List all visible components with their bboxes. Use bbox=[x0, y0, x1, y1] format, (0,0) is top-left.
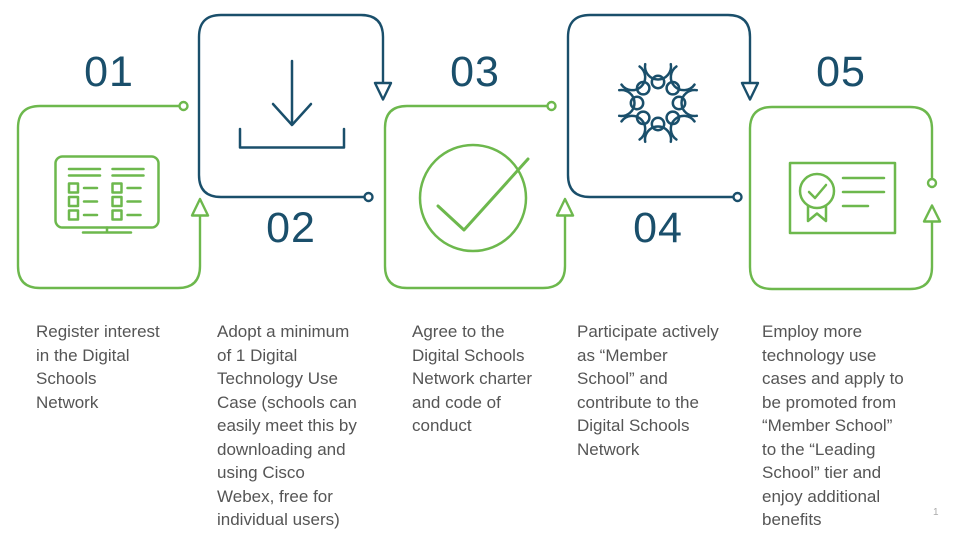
step-02-number: 02 bbox=[266, 204, 316, 252]
step-02-description: Adopt a minimum of 1 Digital Technology … bbox=[217, 322, 357, 529]
step-02-box bbox=[197, 13, 393, 203]
connector-dot-icon bbox=[178, 100, 189, 112]
download-icon bbox=[238, 59, 346, 149]
check-circle-icon bbox=[418, 143, 530, 253]
step-05-number: 05 bbox=[816, 48, 866, 96]
arrow-up-icon bbox=[922, 204, 942, 223]
step-05-box bbox=[748, 105, 942, 291]
step-04-description: Participate actively as “Member School” … bbox=[577, 322, 719, 459]
step-05-description: Employ more technology use cases and app… bbox=[762, 322, 904, 529]
arrow-down-icon bbox=[373, 81, 393, 101]
step-01-description: Register interest in the Digital Schools… bbox=[36, 322, 160, 412]
step-03-number: 03 bbox=[450, 48, 500, 96]
step-05-outline bbox=[748, 105, 934, 291]
step-03-description: Agree to the Digital Schools Network cha… bbox=[412, 322, 532, 435]
connector-dot-icon bbox=[926, 177, 938, 189]
step-01-outline bbox=[16, 104, 202, 290]
connector-dot-icon bbox=[546, 100, 557, 112]
step-02-outline bbox=[197, 13, 385, 199]
step-04-outline bbox=[566, 13, 752, 199]
people-network-icon bbox=[617, 62, 699, 144]
steps-diagram bbox=[16, 13, 942, 291]
arrow-down-icon bbox=[740, 81, 760, 101]
step-04-number: 04 bbox=[633, 204, 683, 252]
connector-dot-icon bbox=[363, 191, 374, 203]
step-01-number: 01 bbox=[84, 48, 134, 96]
step-03-box bbox=[383, 100, 575, 290]
arrow-up-icon bbox=[555, 197, 575, 217]
step-01-box bbox=[16, 100, 210, 290]
monitor-checklist-icon bbox=[54, 155, 160, 234]
connector-dot-icon bbox=[732, 191, 743, 203]
page-number: 1 bbox=[933, 507, 939, 518]
arrow-up-icon bbox=[190, 197, 210, 217]
step-04-box bbox=[566, 13, 760, 203]
certificate-icon bbox=[788, 161, 897, 235]
step-03-outline bbox=[383, 104, 567, 290]
